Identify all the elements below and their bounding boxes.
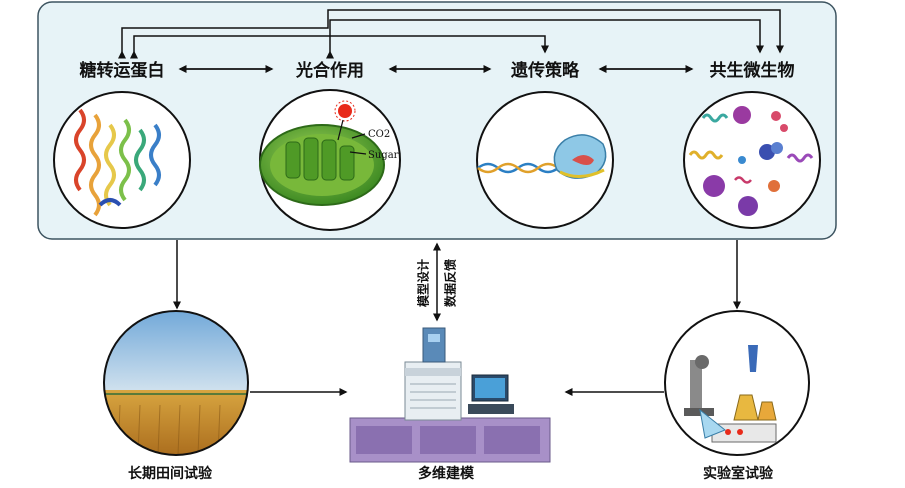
label-genetic-strategy: 遗传策略 — [510, 60, 580, 81]
sugar-annotation: Sugar — [368, 150, 399, 161]
co2-annotation: CO2 — [368, 129, 390, 140]
label-multidimensional-modeling: 多维建模 — [418, 465, 475, 482]
label-model-design: 模型设计 — [416, 259, 431, 307]
label-lab-experiment: 实验室试验 — [703, 465, 774, 482]
connector-protein-microbes — [118, 9, 784, 59]
top-panel — [37, 1, 837, 240]
chloroplast-icon: CO2 Sugar — [259, 89, 401, 231]
label-symbiotic-microbes: 共生微生物 — [710, 60, 795, 81]
connector-protein-genetics — [130, 35, 549, 59]
dna-icon — [476, 91, 614, 229]
microbes-icon — [683, 91, 821, 229]
computer-server-icon — [349, 327, 551, 463]
label-sugar-transporter: 糖转运蛋白 — [80, 60, 165, 81]
label-photosynthesis: 光合作用 — [295, 60, 364, 81]
label-long-term-field-trial: 长期田间试验 — [128, 465, 213, 482]
label-data-feedback: 数据反馈 — [443, 259, 458, 307]
protein-structure-icon — [53, 91, 191, 229]
wheat-field-icon — [103, 310, 249, 456]
lab-equipment-icon — [664, 310, 810, 456]
